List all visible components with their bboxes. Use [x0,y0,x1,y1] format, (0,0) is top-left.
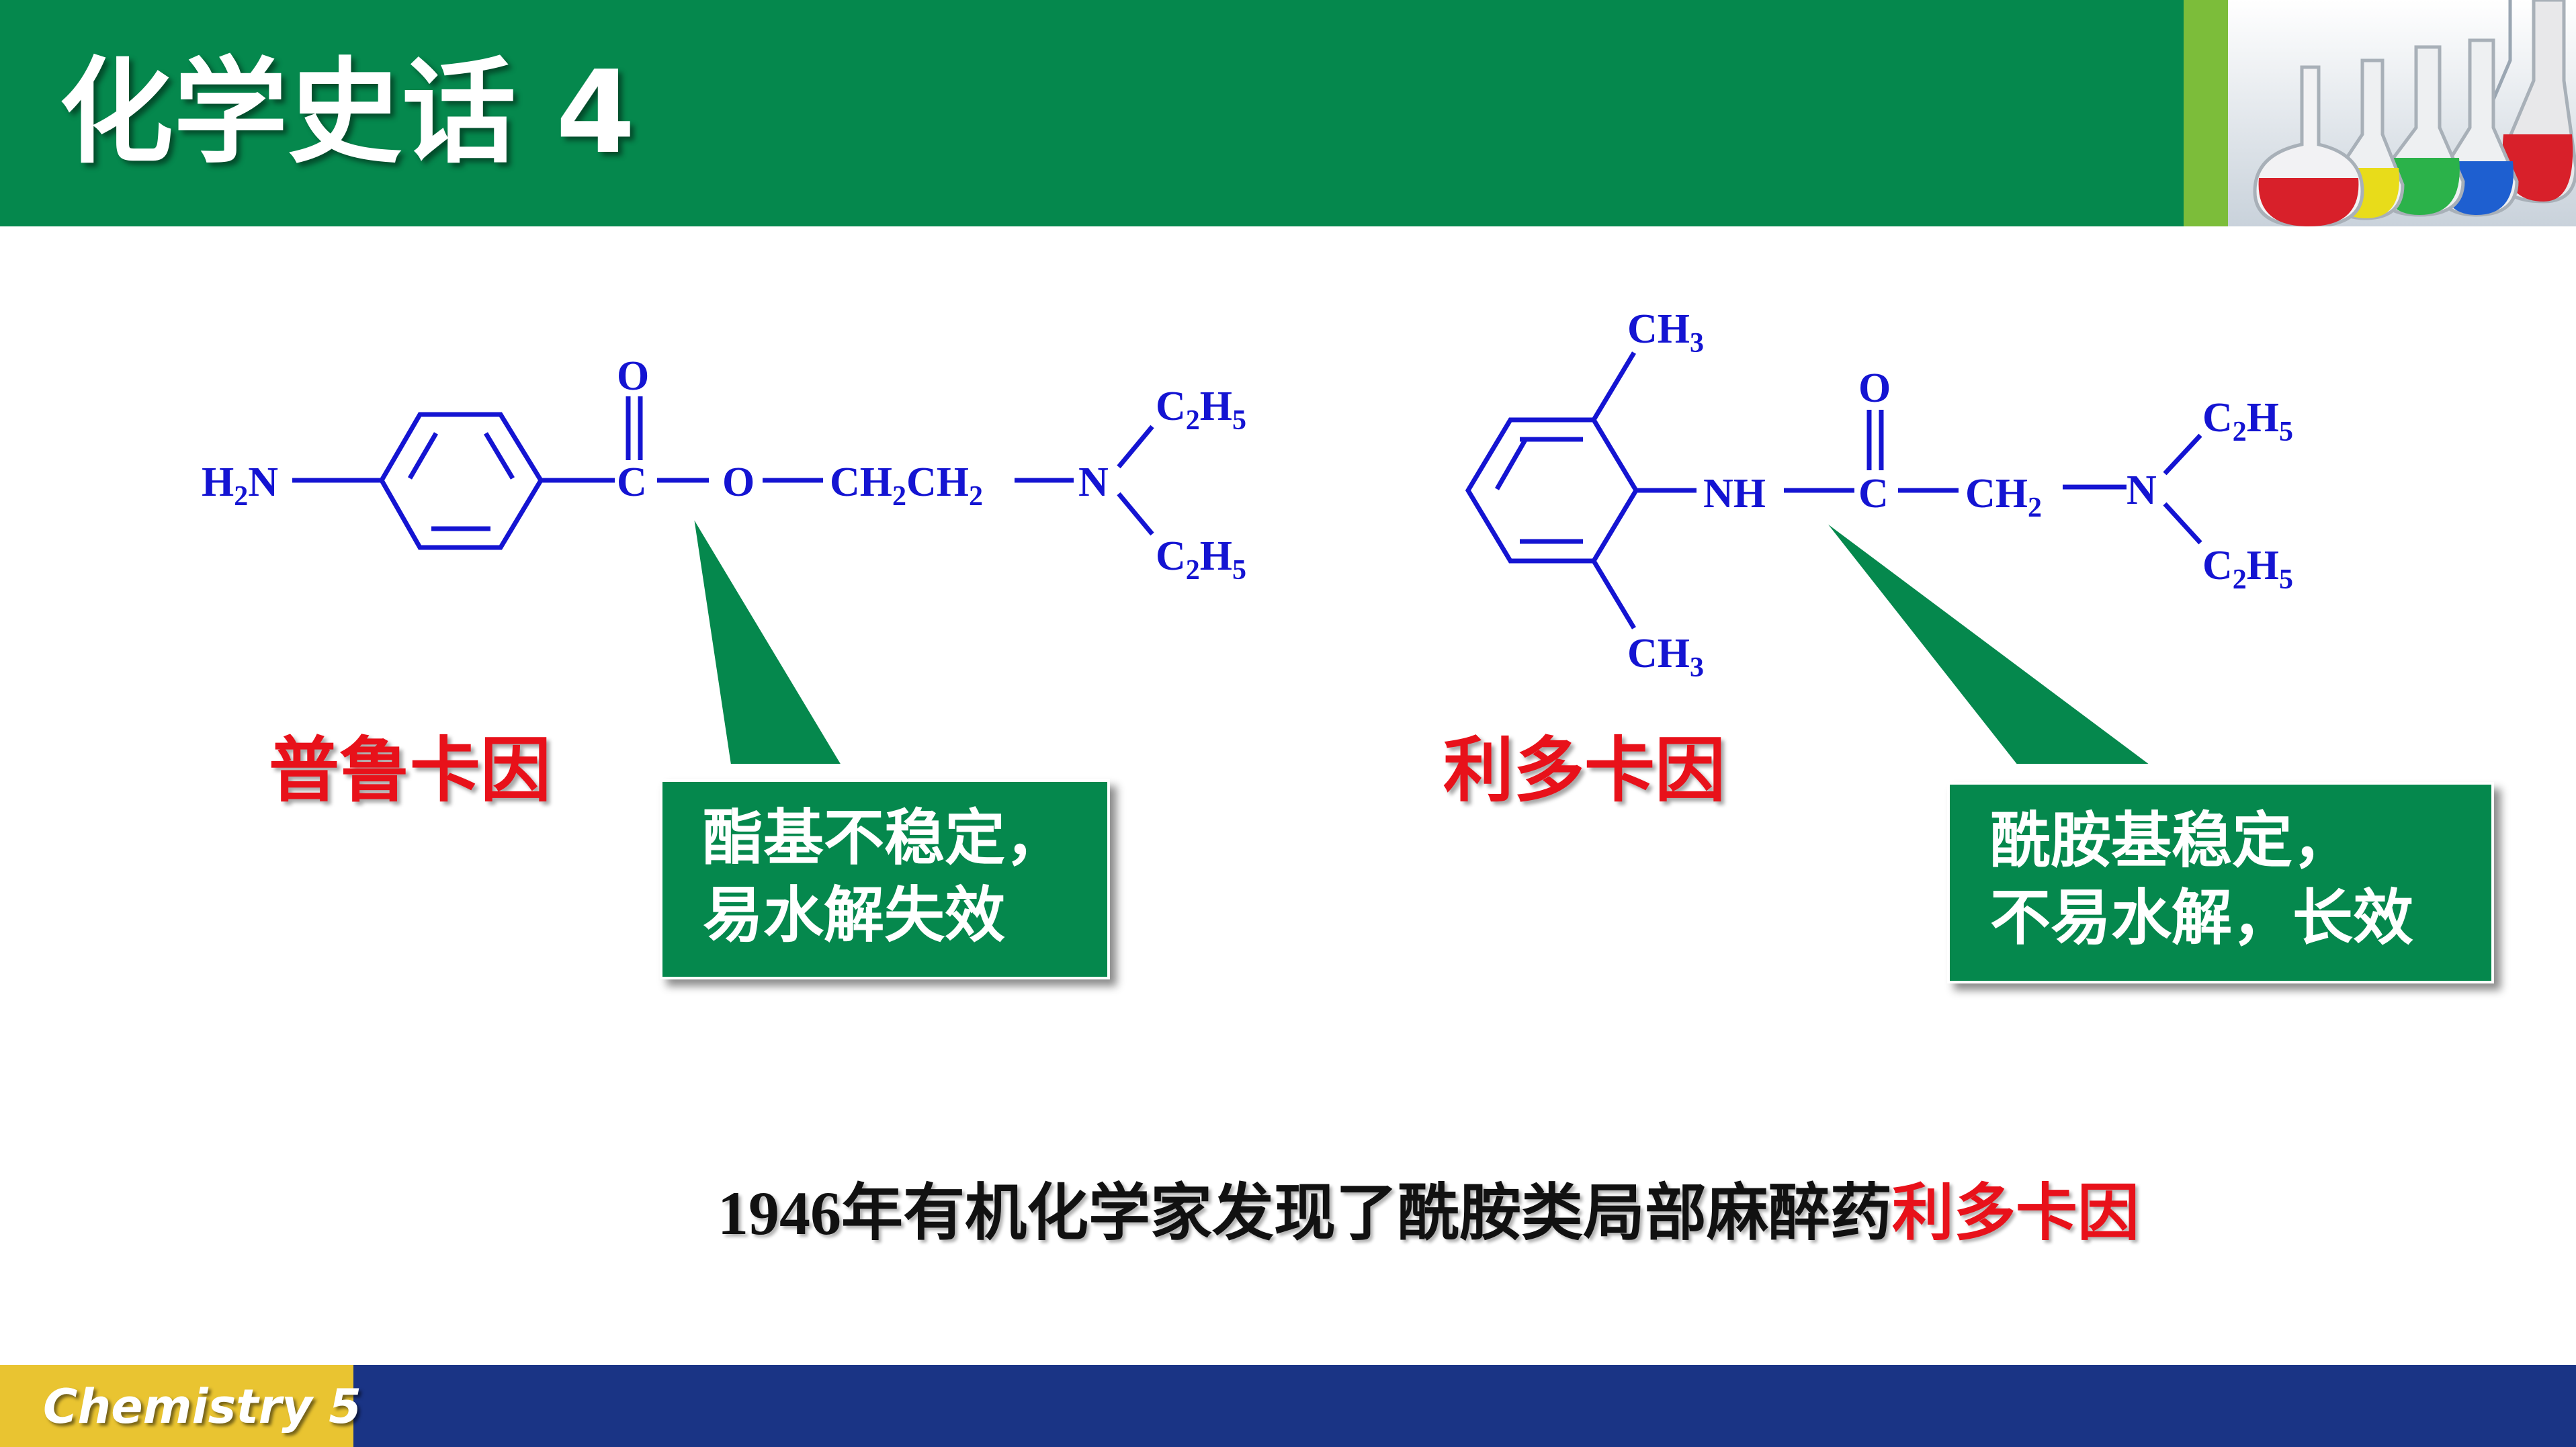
lidocaine-callout: 酰胺基稳定， 不易水解，长效 [1947,782,2494,983]
structures-area: H2N O C O CH2CH2 N C2H5 C2H5 [0,226,2576,787]
svg-text:CH3: CH3 [1627,631,1704,683]
carbonyl-oxygen: O [617,353,649,399]
procaine-callout: 酯基不稳定， 易水解失效 [660,779,1110,979]
amine-nitrogen: N [1078,459,1109,505]
svg-text:CH2CH2: CH2CH2 [830,459,983,512]
lidocaine-nitrogen: N [2127,468,2157,513]
svg-text:C2H5: C2H5 [2202,395,2293,447]
history-highlight: 利多卡因 [1892,1177,2140,1249]
amide-nh: NH [1703,471,1766,517]
procaine-atom-labels: H2N O C O CH2CH2 N C2H5 C2H5 [202,353,1246,586]
procaine-structure [292,396,1154,550]
svg-text:CH3: CH3 [1627,306,1704,359]
carbonyl-carbon: C [617,459,647,505]
amide-carbon: C [1858,471,1889,517]
history-sentence: 1946年有机化学家发现了酰胺类局部麻醉药利多卡因 [718,1166,2139,1260]
amine-h: H [202,459,234,505]
footer-bar [353,1365,2576,1447]
history-year: 1946 [718,1179,841,1247]
flask-illustration [2228,0,2576,226]
amide-oxygen: O [1858,365,1891,411]
lidocaine-callout-pointer [1819,516,2185,787]
svg-text:H2N: H2N [202,459,278,512]
procaine-callout-line1: 酯基不稳定， [703,803,1066,873]
svg-text:C2H5: C2H5 [1156,384,1246,436]
procaine-callout-pointer [691,513,856,784]
svg-text:C2H5: C2H5 [2202,543,2293,595]
lidocaine-structure [1465,351,2202,629]
ester-oxygen: O [722,459,755,505]
svg-text:CH2: CH2 [1965,471,2042,523]
footer-label-bar [0,1365,353,1447]
lidocaine-atom-labels: CH3 CH3 NH O C CH2 N C2H5 C2H5 [1627,306,2293,683]
lidocaine-name: 利多卡因 [1443,730,1726,812]
footer-label: Chemistry 5 [43,1379,361,1434]
lidocaine-callout-line1: 酰胺基稳定， [1990,805,2353,876]
lidocaine-callout-line2: 不易水解，长效 [1990,883,2413,953]
procaine-name: 普鲁卡因 [269,730,552,812]
history-text: 年有机化学家发现了酰胺类局部麻醉药 [841,1177,1893,1249]
header-accent-stripe [2184,0,2228,226]
page-title: 化学史话 4 [59,46,636,179]
svg-text:C2H5: C2H5 [1156,533,1246,586]
header-bar [0,0,2184,226]
procaine-callout-line2: 易水解失效 [703,880,1005,951]
